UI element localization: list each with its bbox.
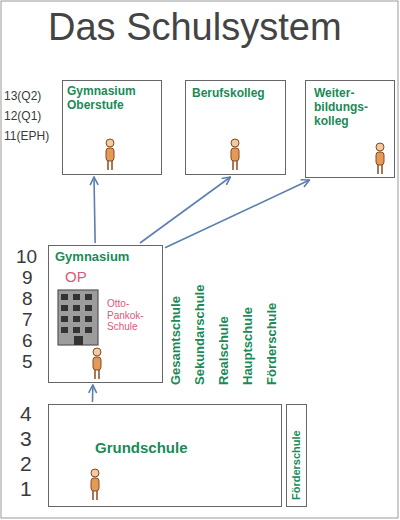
grade-number: 7 <box>22 309 33 331</box>
person-figure <box>106 139 114 170</box>
school-type-label: Sekundarschule <box>192 285 208 385</box>
node-text: OP <box>65 268 87 285</box>
person-figure <box>231 139 239 170</box>
node-text: Förderschule <box>289 430 303 500</box>
grade-number: 10 <box>16 246 37 268</box>
grade-number: 2 <box>20 452 32 476</box>
node-text: Otto- Pankok- Schule <box>107 298 159 333</box>
grade-number: 8 <box>22 288 33 310</box>
grade-number: 1 <box>20 477 32 501</box>
grade-number: 5 <box>22 351 33 373</box>
node-text: Gymnasium <box>55 250 157 265</box>
school-type-label: Realschule <box>216 316 232 385</box>
transition-arrow <box>92 385 94 402</box>
grade-number: 13(Q2) <box>4 90 41 104</box>
school-type-label: Hauptschule <box>240 307 256 385</box>
grade-number: 12(Q1) <box>4 110 41 124</box>
person-figure <box>376 143 384 174</box>
transition-arrow <box>140 177 230 243</box>
grade-number: 11(EPH) <box>4 130 49 144</box>
transition-arrow <box>94 177 95 243</box>
grade-number: 4 <box>20 402 32 426</box>
node-text: Weiter- bildungs- kolleg <box>314 87 384 128</box>
school-building <box>58 290 98 345</box>
grade-number: 3 <box>20 427 32 451</box>
node-text: Berufskolleg <box>192 87 282 101</box>
school-type-label: Gesamtschule <box>168 296 184 385</box>
grade-number: 9 <box>22 267 33 289</box>
school-type-label: Förderschule <box>264 303 280 385</box>
grade-number: 6 <box>22 330 33 352</box>
school-box: Förderschule <box>286 404 307 507</box>
school-box: GymnasiumOP Otto- Pankok- Schule <box>48 245 163 383</box>
person-figure <box>93 348 101 379</box>
transition-arrow <box>165 180 310 248</box>
node-text: Grundschule <box>95 439 188 456</box>
school-box: Gymnasium Oberstufe <box>62 80 162 175</box>
school-box: Berufskolleg <box>185 80 286 175</box>
school-box: Weiter- bildungs- kolleg <box>305 80 395 178</box>
node-text: Gymnasium Oberstufe <box>67 85 157 113</box>
person-figure <box>91 469 99 500</box>
diagram-title: Das Schulsystem <box>48 6 342 50</box>
school-box: Grundschule <box>48 404 282 507</box>
